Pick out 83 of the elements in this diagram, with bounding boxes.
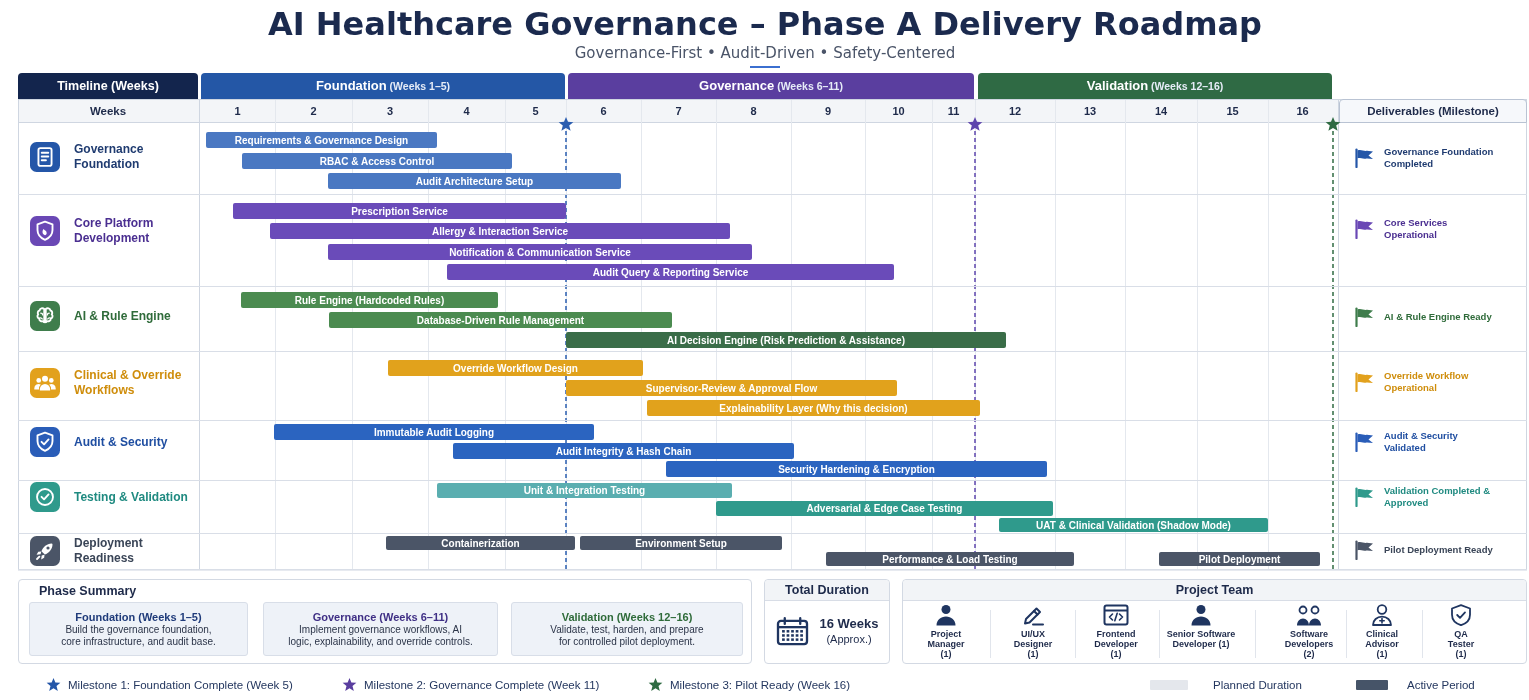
panel-heading: Project Team [903,580,1526,601]
task-bar: Environment Setup [580,536,782,550]
deliverable-label: Audit & Security Validated [1384,430,1459,454]
team-role: Frontend Developer (1) [1093,629,1139,659]
task-bar: Rule Engine (Hardcoded Rules) [241,292,498,308]
deliverable-label: Governance Foundation Completed [1384,146,1495,170]
team-role: UI/UX Designer (1) [1013,629,1053,659]
duration-note: (Approx.) [826,633,872,645]
task-bar: Audit Architecture Setup [328,173,621,189]
summary-panel [902,579,1527,664]
row-title: Testing & Validation [74,489,189,505]
team-role: Senior Software Developer (1) [1166,629,1236,649]
card-title: Validation (Weeks 12–16) [561,609,693,624]
row-title: AI & Rule Engine [74,308,172,324]
week-number: 4 [463,105,470,117]
duration-value: 16 Weeks [819,616,879,631]
phase-header: Governance (Weeks 6–11) [568,73,974,99]
task-bar: Immutable Audit Logging [274,424,594,440]
timeline-row [18,534,1527,570]
task-bar: Allergy & Interaction Service [270,223,730,239]
task-bar: Unit & Integration Testing [437,483,732,498]
deliverable-label: Pilot Deployment Ready [1384,544,1494,556]
legend-label: Planned Duration [1213,679,1302,691]
phase-card [511,602,743,656]
task-bar: Database-Driven Rule Management [329,312,672,328]
deliverable-label: Validation Completed & Approved [1384,485,1492,509]
phase-header: Validation (Weeks 12–16) [978,73,1332,99]
row-title: Audit & Security [74,434,169,450]
row-title: Governance Foundation [74,142,145,172]
card-title: Foundation (Weeks 1–5) [75,609,202,624]
task-bar: Override Workflow Design [388,360,643,376]
card-text: Build the governance foundation, core infrastructure, and audit base. [60,623,217,649]
task-bar: Security Hardening & Encryption [666,461,1047,477]
team-role: Project Manager (1) [926,629,966,659]
legend-label: Milestone 3: Pilot Ready (Week 16) [670,679,851,691]
panel-heading: Phase Summary [39,584,137,598]
task-bar: Pilot Deployment [1159,552,1320,566]
card-text: Implement governance workflows, AI logic, explainability, and override controls. [287,623,474,649]
team-role: QA Tester (1) [1447,629,1475,659]
week-number: 2 [310,105,317,117]
card-text: Validate, test, harden, and prepare for controlled pilot deployment. [549,623,705,649]
timeline-row [18,481,1527,534]
legend-label: Active Period [1407,679,1475,691]
deliverable-label: Override Workflow Operational [1384,370,1470,394]
row-title: Deployment Readiness [74,536,144,566]
card-title: Governance (Weeks 6–11) [312,609,449,624]
task-bar: Containerization [386,536,575,550]
week-number: 5 [532,105,539,117]
title: AI Healthcare Governance – Phase A Delivery Roadmap [268,5,1262,43]
week-number: 11 [947,105,960,117]
task-bar: Explainability Layer (Why this decision) [647,400,980,416]
task-bar: Adversarial & Edge Case Testing [716,501,1053,516]
week-number: 3 [386,105,394,117]
task-bar: UAT & Clinical Validation (Shadow Mode) [999,518,1268,532]
team-role: Software Developers (2) [1284,629,1334,659]
column-header: Deliverables (Milestone) [1339,99,1527,123]
task-bar: RBAC & Access Control [242,153,512,169]
task-bar: Requirements & Governance Design [206,132,437,148]
task-bar: AI Decision Engine (Risk Prediction & Assistance) [566,332,1006,348]
task-bar: Prescription Service [233,203,566,219]
subtitle: Governance-First • Audit-Driven • Safety-Centered [574,44,956,62]
team-role: Clinical Advisor (1) [1364,629,1400,659]
task-bar: Notification & Communication Service [328,244,752,260]
timeline-header: Timeline (Weeks) [18,73,198,99]
week-number: 1 [234,105,241,117]
summary-panel [18,579,752,664]
phase-header: Foundation (Weeks 1–5) [201,73,565,99]
deliverable-label: AI & Rule Engine Ready [1384,311,1493,323]
phase-card [29,602,248,656]
legend-label: Milestone 2: Governance Complete (Week 11) [364,679,600,691]
task-bar: Supervisor-Review & Approval Flow [566,380,897,396]
summary-panel [764,579,890,664]
legend-label: Milestone 1: Foundation Complete (Week 5) [68,679,293,691]
task-bar: Audit Integrity & Hash Chain [453,443,794,459]
row-title: Core Platform Development [74,216,155,246]
week-number: 16 [1296,105,1309,117]
row-title: Clinical & Override Workflows [74,368,183,398]
task-bar: Performance & Load Testing [826,552,1074,566]
panel-heading: Total Duration [765,580,889,601]
deliverable-label: Core Services Operational [1384,217,1449,241]
phase-card [263,602,498,656]
task-bar: Audit Query & Reporting Service [447,264,894,280]
timeline-row [18,421,1527,481]
